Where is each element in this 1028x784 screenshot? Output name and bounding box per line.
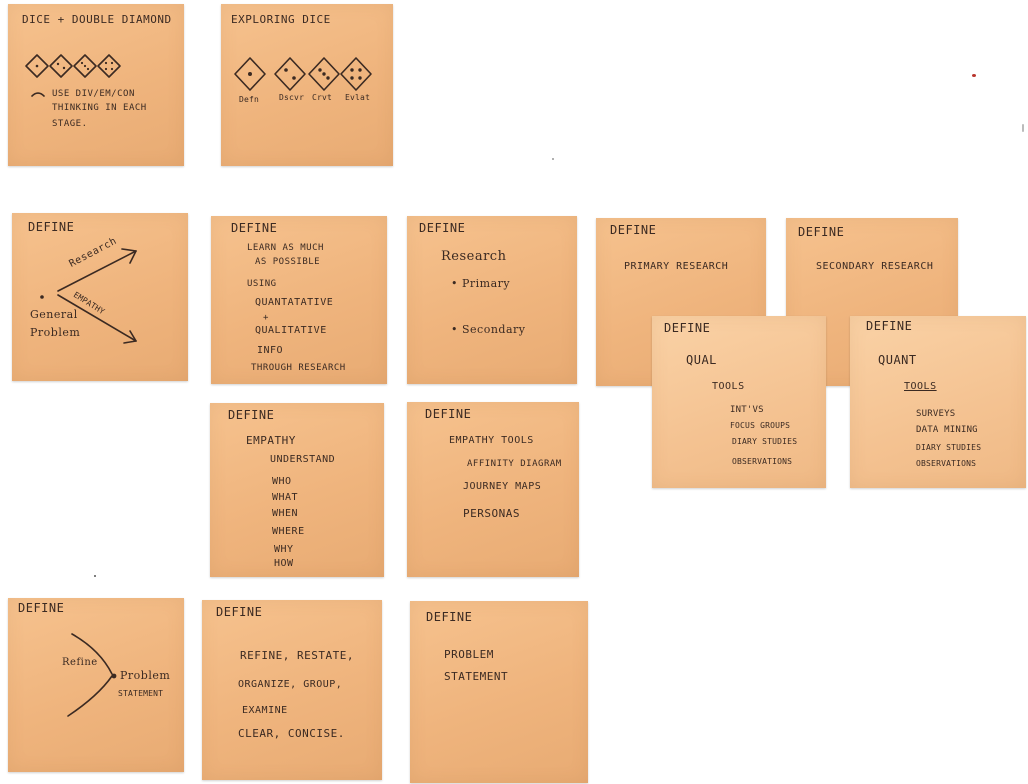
note-line: USE DIV/EM/CON [52, 89, 135, 99]
research-item: • Primary [451, 277, 511, 290]
note-line: STAGE. [52, 119, 88, 129]
dice-label: Evlat [345, 93, 371, 102]
dice-label: Crvt [312, 93, 333, 102]
note-title: DEFINE [610, 223, 657, 237]
refine-label: Refine [62, 657, 98, 668]
note-define-research: DEFINE Research • Primary • Secondary [407, 216, 577, 384]
note-title: EXPLORING DICE [231, 13, 331, 26]
refine-converge-lines [67, 633, 117, 717]
dice-label: Defn [239, 95, 260, 104]
note-line: USING [247, 279, 277, 289]
note-define-refine: DEFINE Refine Problem STATEMENT [8, 598, 184, 772]
qual-item: OBSERVATIONS [732, 457, 793, 466]
tools-label: TOOLS [904, 381, 937, 392]
note-line: QUALITATIVE [255, 325, 327, 336]
dice-label: Dscvr [279, 93, 305, 102]
empathy-item: HOW [274, 558, 294, 569]
problem-label: Problem [120, 669, 171, 682]
dice-diamonds-sketch [25, 54, 121, 97]
quant-heading: QUANT [878, 353, 917, 367]
qual-item: INT'VS [730, 405, 764, 415]
note-line: QUANTATATIVE [255, 297, 334, 308]
empathy-tools-heading: EMPATHY TOOLS [449, 435, 534, 446]
note-exploring-dice: EXPLORING DICE Defn Dscvr Crvt Evlat [221, 4, 393, 166]
note-define-empathy: DEFINE EMPATHY UNDERSTAND WHO WHAT WHEN … [210, 403, 384, 577]
note-title: DEFINE [798, 225, 845, 239]
general-label: General [30, 308, 78, 321]
quant-item: DIARY STUDIES [916, 443, 982, 452]
research-empathy-arrows [40, 248, 137, 344]
note-title: DEFINE [231, 221, 278, 235]
note-dice-double-diamond: DICE + DOUBLE DIAMOND USE DIV/EM/CON THI… [8, 4, 184, 166]
note-line: INFO [257, 345, 284, 356]
note-title: DEFINE [426, 610, 473, 624]
note-line: REFINE, RESTATE, [240, 649, 354, 662]
note-title: DEFINE [216, 605, 263, 619]
research-item: • Secondary [451, 323, 526, 336]
note-line: THROUGH RESEARCH [251, 363, 346, 373]
note-line: ORGANIZE, GROUP, [238, 679, 343, 690]
dot-speck [552, 158, 554, 160]
statement-line: STATEMENT [444, 670, 509, 683]
empathy-tool-item: PERSONAS [463, 507, 520, 520]
empathy-item: WHERE [272, 526, 305, 537]
qual-item: DIARY STUDIES [732, 437, 798, 446]
note-line: + [263, 313, 269, 323]
note-define-restate: DEFINE REFINE, RESTATE, ORGANIZE, GROUP,… [202, 600, 382, 780]
note-define-general-problem: DEFINE Research EMPATHY General Problem [12, 213, 188, 381]
quant-item: OBSERVATIONS [916, 459, 977, 468]
statement-line: PROBLEM [444, 648, 494, 661]
research-heading: Research [441, 249, 507, 264]
note-define-problem-statement: DEFINE PROBLEM STATEMENT [410, 601, 588, 783]
note-title: DEFINE [18, 601, 65, 615]
note-line: EXAMINE [242, 705, 288, 716]
note-line: THINKING IN EACH [52, 103, 147, 113]
note-line: CLEAR, CONCISE. [238, 727, 345, 740]
note-define-quant: DEFINE QUANT TOOLS SURVEYS DATA MINING D… [850, 316, 1026, 488]
qual-item: FOCUS GROUPS [730, 421, 791, 430]
empathy-tool-item: JOURNEY MAPS [463, 481, 542, 492]
quant-item: DATA MINING [916, 425, 978, 435]
note-title: DEFINE [28, 220, 75, 234]
empathy-item: WHO [272, 476, 292, 487]
note-define-empathy-tools: DEFINE EMPATHY TOOLS AFFINITY DIAGRAM JO… [407, 402, 579, 577]
problem-label: Problem [30, 326, 81, 339]
empathy-heading: EMPATHY [246, 434, 296, 447]
note-title: DEFINE [228, 408, 275, 422]
note-title: DEFINE [664, 321, 711, 335]
gray-speck [1022, 124, 1024, 132]
empathy-item: WHEN [272, 508, 299, 519]
note-line: LEARN AS MUCH [247, 243, 324, 253]
exploring-dice-sketch [234, 57, 372, 91]
note-title: DEFINE [419, 221, 466, 235]
empathy-item: WHAT [272, 492, 299, 503]
note-line: AS POSSIBLE [255, 257, 321, 267]
empathy-tool-item: AFFINITY DIAGRAM [467, 459, 562, 469]
dot-speck [94, 575, 96, 577]
red-speck [972, 74, 976, 77]
qual-heading: QUAL [686, 353, 717, 367]
note-define-learn: DEFINE LEARN AS MUCH AS POSSIBLE USING Q… [211, 216, 387, 384]
note-define-qual: DEFINE QUAL TOOLS INT'VS FOCUS GROUPS DI… [652, 316, 826, 488]
note-text: SECONDARY RESEARCH [816, 261, 934, 272]
note-title: DEFINE [425, 407, 472, 421]
empathy-item: WHY [274, 544, 294, 555]
quant-item: SURVEYS [916, 409, 956, 419]
note-title: DICE + DOUBLE DIAMOND [22, 13, 172, 26]
note-text: PRIMARY RESEARCH [624, 261, 729, 272]
statement-label: STATEMENT [118, 689, 164, 698]
note-title: DEFINE [866, 319, 913, 333]
empathy-item: UNDERSTAND [270, 454, 336, 465]
tools-label: TOOLS [712, 381, 745, 392]
